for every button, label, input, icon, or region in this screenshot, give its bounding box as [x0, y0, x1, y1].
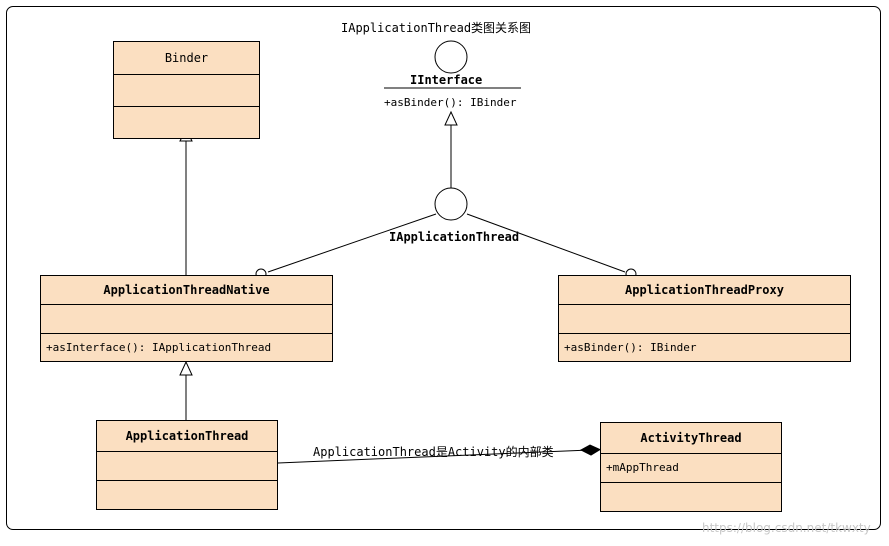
- class-applicationthread[interactable]: ApplicationThread: [96, 420, 278, 510]
- class-applicationthreadproxy-attributes: [559, 303, 850, 334]
- class-applicationthreadproxy-operations: +asBinder(): IBinder: [559, 333, 850, 361]
- class-applicationthreadnative[interactable]: ApplicationThreadNative +asInterface(): …: [40, 275, 333, 362]
- edge-label-inner-class: ApplicationThread是Activity的内部类: [313, 445, 554, 459]
- watermark: https://blog.csdn.net/tkwxty: [702, 521, 871, 535]
- iapplicationthread-label: IApplicationThread: [389, 230, 520, 244]
- class-activitythread-operations: [601, 482, 781, 511]
- class-applicationthread-title: ApplicationThread: [125, 428, 249, 443]
- class-applicationthreadproxy[interactable]: ApplicationThreadProxy +asBinder(): IBin…: [558, 275, 851, 362]
- class-applicationthread-attributes: [97, 450, 277, 481]
- class-applicationthread-operations: [97, 480, 277, 509]
- class-activitythread[interactable]: ActivityThread +mAppThread: [600, 422, 782, 512]
- class-binder-operations: [114, 106, 259, 138]
- class-applicationthreadnative-title: ApplicationThreadNative: [103, 282, 270, 297]
- iinterface-method: +asBinder(): IBinder: [384, 96, 517, 109]
- class-binder-attributes: [114, 73, 259, 107]
- class-applicationthreadnative-attributes: [41, 303, 332, 334]
- class-applicationthreadnative-operations: +asInterface(): IApplicationThread: [41, 333, 332, 361]
- class-binder-title: Binder: [164, 50, 209, 65]
- diagram-title: IApplicationThread类图关系图: [341, 21, 532, 35]
- class-activitythread-attributes: +mAppThread: [601, 452, 781, 483]
- class-binder[interactable]: Binder: [113, 41, 260, 139]
- class-applicationthreadproxy-title: ApplicationThreadProxy: [625, 282, 784, 297]
- iinterface-label: IInterface: [410, 73, 483, 87]
- class-activitythread-title: ActivityThread: [640, 430, 742, 445]
- diagram-border: [6, 6, 881, 530]
